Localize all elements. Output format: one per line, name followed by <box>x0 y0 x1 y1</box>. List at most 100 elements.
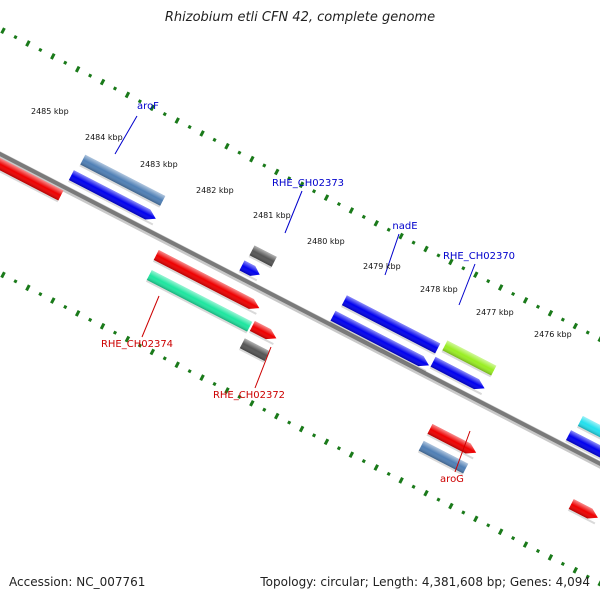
inner-tick-mark <box>199 374 205 381</box>
gene-features <box>0 154 600 525</box>
inner-tick-mark <box>311 433 317 438</box>
outer-tick-mark <box>99 78 106 86</box>
gene-label[interactable]: RHE_CH02372 <box>213 390 285 401</box>
kbp-label: 2483 kbp <box>140 160 178 169</box>
outer-tick-mark <box>436 253 441 258</box>
outer-tick-mark <box>137 99 142 104</box>
inner-tick-mark <box>486 523 491 528</box>
outer-tick-mark <box>522 297 529 304</box>
outer-tick-mark <box>572 322 579 330</box>
gene-block-left-red[interactable] <box>0 156 64 203</box>
inner-tick-mark <box>448 502 454 510</box>
kbp-label: 2485 kbp <box>31 107 69 116</box>
outer-tick-mark <box>112 86 118 91</box>
inner-tick-mark <box>99 322 106 330</box>
gene-block-rhe-ch02373-1[interactable] <box>248 245 277 269</box>
gene-block-rhe-ch02372-1[interactable] <box>248 321 278 345</box>
gene-block-nade-2[interactable] <box>329 310 431 372</box>
outer-tick-mark <box>124 91 131 99</box>
inner-tick-mark <box>112 330 118 335</box>
backbone <box>0 113 600 507</box>
outer-tick-mark <box>287 176 292 181</box>
outer-tick-mark <box>373 219 379 227</box>
kbp-label: 2480 kbp <box>307 237 345 246</box>
gene-label[interactable]: aroG <box>440 474 464 485</box>
outer-tick-mark <box>50 53 56 60</box>
tick-rings <box>0 27 600 587</box>
outer-tick-mark <box>262 163 267 168</box>
outer-tick-mark <box>298 181 305 189</box>
inner-tick-mark <box>74 310 81 317</box>
gene-block-nade-1[interactable] <box>340 295 441 356</box>
inner-tick-mark <box>560 561 565 566</box>
inner-tick-mark <box>423 489 429 497</box>
gene-labels: aroF RHE_CH02373 nadE RHE_CH02370RHE_CH0237… <box>101 101 515 485</box>
outer-tick-mark <box>187 124 192 130</box>
gene-block-rhe-ch02373-2[interactable] <box>238 260 262 282</box>
genome-title: Rhizobium etli CFN 42, complete genome <box>164 10 436 25</box>
gene-block-right-2[interactable] <box>565 430 600 472</box>
inner-tick-mark <box>0 271 6 279</box>
outer-tick-mark <box>585 330 590 335</box>
outer-tick-mark <box>535 304 541 309</box>
gene-block-right-1[interactable] <box>576 416 600 456</box>
outer-tick-mark <box>199 130 205 137</box>
outer-tick-mark <box>336 201 341 207</box>
outer-tick-mark <box>597 335 600 343</box>
inner-tick-mark <box>174 361 180 369</box>
outer-tick-mark <box>386 227 391 232</box>
gene-label[interactable]: RHE_CH02370 <box>443 251 515 262</box>
gene-block-rhe-ch02374-2[interactable] <box>145 270 253 334</box>
inner-tick-mark <box>237 394 242 399</box>
inner-tick-mark <box>63 304 68 310</box>
outer-tick-mark <box>323 194 330 201</box>
inner-tick-mark <box>38 292 43 297</box>
outer-tick-mark <box>249 155 255 163</box>
outer-tick-mark <box>274 168 280 176</box>
gene-label[interactable]: RHE_CH02374 <box>101 339 173 350</box>
inner-tick-mark <box>461 510 466 515</box>
inner-tick-mark <box>348 451 355 459</box>
outer-tick-mark <box>311 189 317 194</box>
inner-tick-mark <box>473 515 479 523</box>
gene-leader-line <box>454 430 471 473</box>
gene-leader-line <box>458 263 476 306</box>
outer-tick-mark <box>149 104 156 112</box>
outer-tick-mark <box>212 137 217 142</box>
kbp-label: 2479 kbp <box>363 262 401 271</box>
gene-block-rhe-ch02372-2[interactable] <box>238 338 270 363</box>
inner-tick-mark <box>224 387 230 394</box>
genome-backbone <box>0 114 600 504</box>
gene-block-arof-2[interactable] <box>67 170 158 226</box>
outer-tick-mark <box>63 60 68 65</box>
outer-tick-mark <box>25 40 31 47</box>
gene-label[interactable]: nadE <box>392 221 417 232</box>
gene-label[interactable]: RHE_CH02373 <box>272 178 344 189</box>
kbp-label: 2478 kbp <box>420 285 458 294</box>
inner-tick-mark <box>336 446 341 451</box>
inner-tick-mark <box>162 356 167 361</box>
inner-tick-mark <box>262 407 267 412</box>
inner-tick-mark <box>411 484 416 489</box>
gene-leader-line <box>384 233 400 276</box>
gene-block-rhe-ch02370-1[interactable] <box>441 340 497 378</box>
gene-block-rhe-ch02370-2[interactable] <box>429 356 487 396</box>
gene-block-right-3[interactable] <box>567 499 600 525</box>
outer-tick-mark <box>74 65 81 73</box>
inner-tick-mark <box>361 458 366 464</box>
gene-leader-line <box>254 346 272 389</box>
inner-tick-mark <box>287 420 292 425</box>
inner-tick-mark <box>535 548 541 554</box>
outer-tick-mark <box>348 207 355 214</box>
outer-tick-mark <box>13 34 18 40</box>
inner-tick-mark <box>212 381 217 387</box>
gene-block-rhe-ch02374-1[interactable] <box>152 250 262 315</box>
gene-block-arof-1[interactable] <box>79 154 166 208</box>
gene-leader-line <box>141 295 160 338</box>
outer-tick-mark <box>473 271 479 279</box>
inner-tick-mark <box>25 284 31 292</box>
outer-tick-mark <box>38 47 43 53</box>
gene-label[interactable]: aroF <box>137 101 159 112</box>
genome-axis <box>0 113 600 507</box>
